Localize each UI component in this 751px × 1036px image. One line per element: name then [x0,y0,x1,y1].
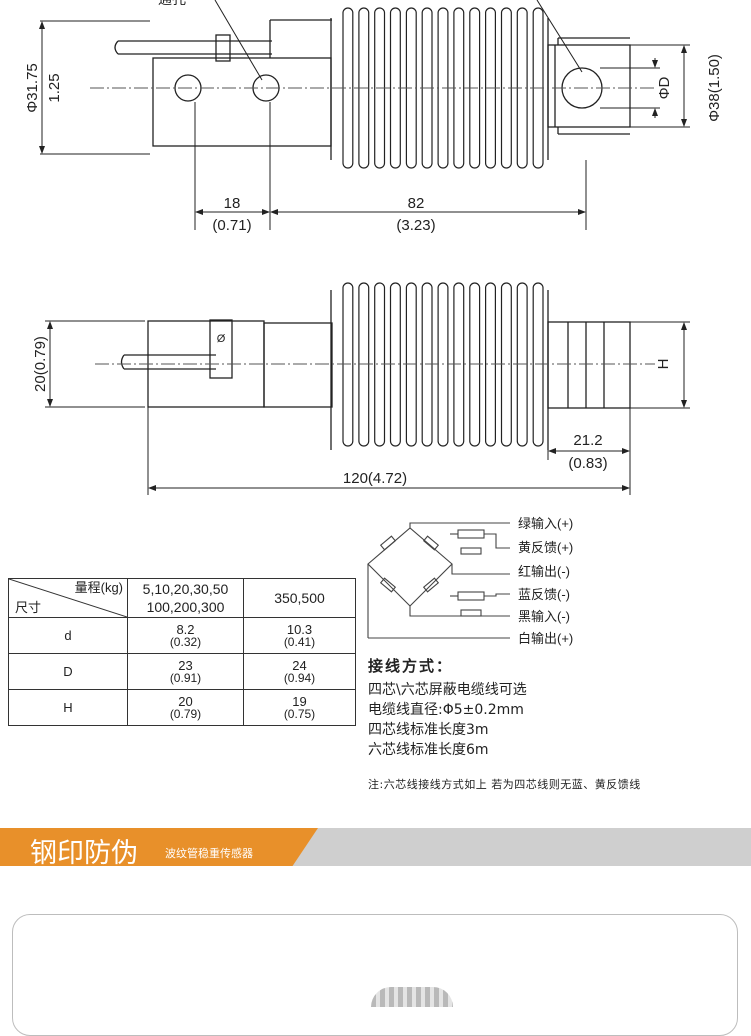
wiring-line: 六芯线标准长度6m [368,742,489,758]
banner-tag [0,828,318,866]
wire-yellow-fb: 黄反馈(+) [518,540,573,555]
table-row: d 8.2(0.32) 10.3(0.41) [8,617,356,654]
cell-value: 10.3 [286,621,313,637]
cell-inch: (0.41) [283,634,316,649]
banner-title: 钢印防伪 [30,838,138,869]
wire-green-in: 绿输入(+) [518,516,573,531]
dim-height-in: 1.25 [46,73,63,102]
dim-left-in: (0.71) [212,217,251,234]
wiring-line: 四芯\六芯屏蔽电缆线可选 [368,682,527,698]
spec-table: 量程(kg) 尺寸 5,10,20,30,50 100,200,300 350,… [8,578,356,726]
row-name: H [8,689,128,726]
row-name: D [8,653,128,690]
row-name: d [8,617,128,654]
wiring-title: 接线方式： [368,657,454,675]
cell-inch: (0.79) [169,706,202,721]
wire-red-out: 红输出(-) [518,564,570,579]
cell-inch: (0.75) [283,706,316,721]
top-view [114,0,631,160]
cell-value: 23 [178,657,193,673]
table-row: H 20(0.79) 19(0.75) [8,689,356,726]
dim-mid-in: (3.23) [396,217,435,234]
table-corner: 量程(kg) 尺寸 [8,578,128,618]
cell-value: 19 [292,693,307,709]
cell-inch: (0.91) [169,670,202,685]
cell-value: 20 [178,693,193,709]
dim-total: 120(4.72) [343,470,407,487]
product-image-card [12,914,738,1036]
wire-labels: 绿输入(+) 黄反馈(+) 红输出(-) 蓝反馈(-) 黑输入(-) 白输出(+… [518,516,573,646]
dim-right-dia: ΦD [656,76,673,99]
screw-symbol: Ø [217,333,226,345]
table-col2-header: 350,500 [243,578,356,618]
cell-inch: (0.94) [283,670,316,685]
wiring-line: 电缆线直径:Φ5±0.2mm [368,702,524,718]
table-row: D 23(0.91) 24(0.94) [8,653,356,690]
table-corner-range: 量程(kg) [74,580,123,595]
wire-white-out: 白输出(+) [518,631,573,646]
wiring-line: 四芯线标准长度3m [368,722,489,738]
side-view-dimensions [45,320,690,495]
cell-inch: (0.32) [169,634,202,649]
side-view [120,290,631,450]
dim-side-height: 20(0.79) [32,336,49,392]
cell-value: 24 [292,657,307,673]
top-label-partial: 通孔 [158,0,186,7]
dim-end-mm: 21.2 [573,432,602,449]
bridge-circuit [367,522,510,639]
wire-black-in: 黑输入(-) [518,609,570,624]
banner-subtitle: 波纹管稳重传感器 [165,847,253,860]
section-banner: 钢印防伪 波纹管稳重传感器 [0,828,751,869]
cell-value: 8.2 [176,621,195,637]
wiring-note: 注:六芯线接线方式如上 若为四芯线则无蓝、黄反馈线 [368,778,641,791]
table-col1-header: 5,10,20,30,50 100,200,300 [127,578,244,618]
top-view-dimensions [39,20,690,230]
dim-right-total: Φ38(1.50) [706,54,723,122]
dim-left-mm: 18 [224,195,241,212]
dim-side-h: H [655,359,672,370]
dim-mid-mm: 82 [408,195,425,212]
technical-drawing: 通孔 Φ31.75 1.25 18 (0.71) 82 (3.23) ΦD Φ3… [24,0,723,646]
table-corner-size: 尺寸 [15,600,42,615]
dim-end-in: (0.83) [568,455,607,472]
dim-height-mm: Φ31.75 [24,63,41,113]
wiring-info: 接线方式： 四芯\六芯屏蔽电缆线可选 电缆线直径:Φ5±0.2mm 四芯线标准长… [368,655,748,792]
product-image [371,987,453,1007]
wire-blue-fb: 蓝反馈(-) [518,587,570,602]
